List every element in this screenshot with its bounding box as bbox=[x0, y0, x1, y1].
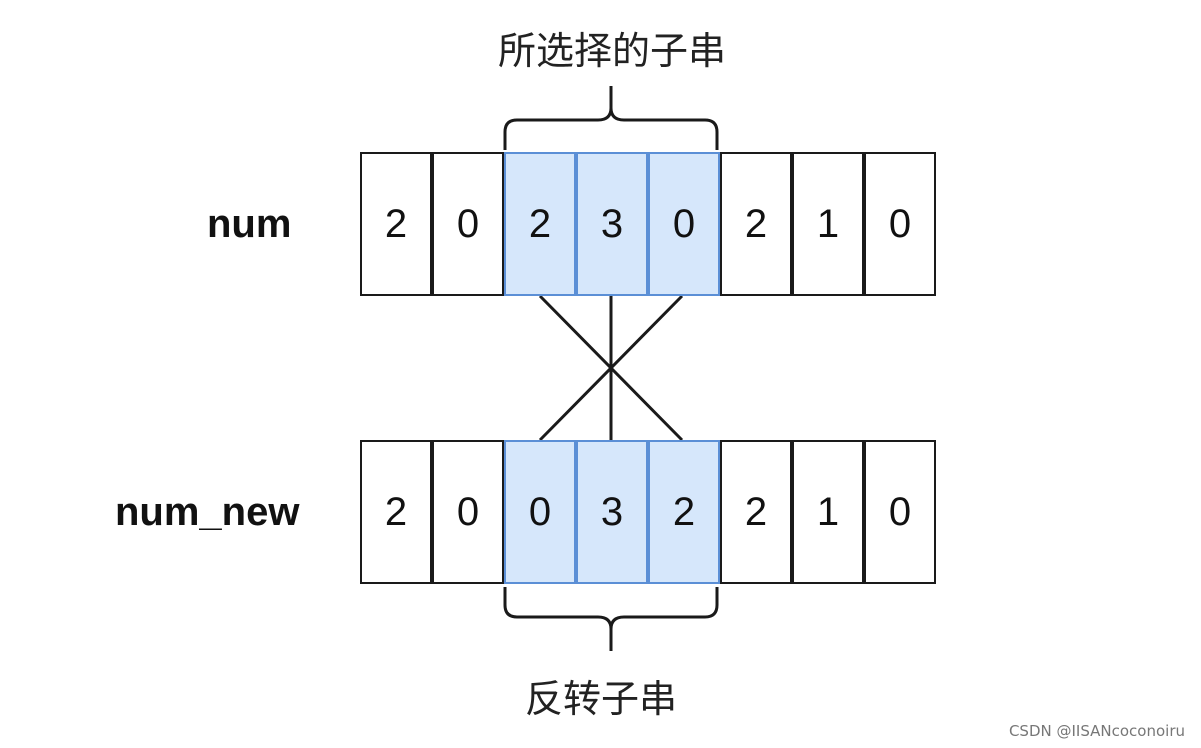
array-cell-6: 1 bbox=[792, 152, 864, 296]
selected-cell-2: 0 bbox=[504, 440, 576, 584]
array-cell-7: 0 bbox=[864, 152, 936, 296]
selected-cell-3: 3 bbox=[576, 440, 648, 584]
bottom-brace bbox=[503, 587, 719, 651]
selected-cell-2: 2 bbox=[504, 152, 576, 296]
top-caption: 所选择的子串 bbox=[498, 29, 727, 73]
watermark: CSDN @IISANcoconoiru bbox=[1008, 722, 1185, 740]
row-label-num-new: num_new bbox=[115, 490, 300, 534]
selected-cell-4: 2 bbox=[648, 440, 720, 584]
array-cell-7: 0 bbox=[864, 440, 936, 584]
array-cell-6: 1 bbox=[792, 440, 864, 584]
selected-cell-3: 3 bbox=[576, 152, 648, 296]
array-cell-0: 2 bbox=[360, 440, 432, 584]
top-brace bbox=[503, 86, 719, 150]
array-cell-5: 2 bbox=[720, 440, 792, 584]
array-cell-5: 2 bbox=[720, 152, 792, 296]
array-cell-1: 0 bbox=[432, 152, 504, 296]
row-label-num: num bbox=[207, 202, 292, 246]
selected-cell-4: 0 bbox=[648, 152, 720, 296]
array-cell-1: 0 bbox=[432, 440, 504, 584]
bottom-caption: 反转子串 bbox=[525, 677, 678, 721]
array-cell-0: 2 bbox=[360, 152, 432, 296]
